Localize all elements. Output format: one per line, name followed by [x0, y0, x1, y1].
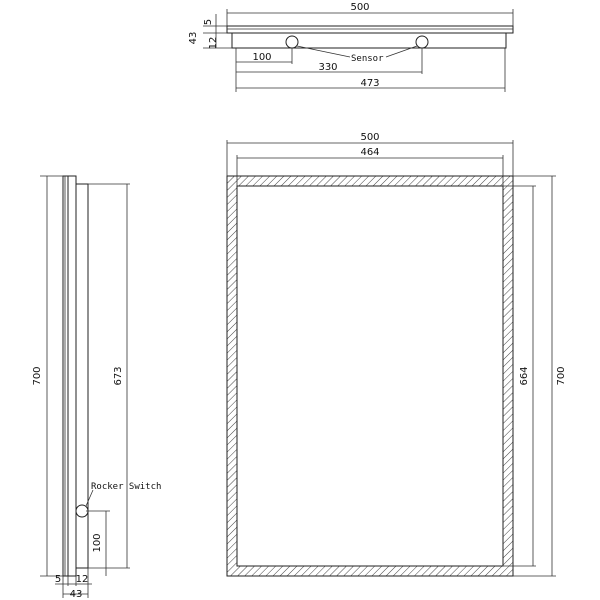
top-dim-330: 330 [318, 62, 337, 73]
top-view: Sensor 500 5 12 43 100 330 473 [188, 2, 514, 92]
top-dim-500: 500 [350, 2, 369, 13]
side-dim-673: 673 [113, 366, 124, 385]
side-dim-700: 700 [32, 366, 43, 385]
rocker-switch-label: Rocker Switch [91, 482, 161, 492]
side-dim-100: 100 [92, 533, 103, 552]
led-border [226, 175, 514, 577]
side-dim-43: 43 [70, 589, 83, 600]
mirror-glass [236, 185, 504, 567]
side-view: 700 673 Rocker Switch 100 5 12 43 [32, 175, 161, 600]
top-dim-12: 12 [208, 37, 219, 50]
front-dim-700: 700 [556, 366, 567, 385]
side-view-body [67, 175, 77, 577]
side-view-back [75, 183, 89, 569]
top-dim-5: 5 [203, 19, 214, 25]
top-view-back [231, 32, 507, 49]
front-dim-464: 464 [360, 147, 379, 158]
side-dim-5: 5 [55, 574, 61, 585]
top-dim-473: 473 [360, 78, 379, 89]
top-dim-100: 100 [252, 52, 271, 63]
top-dim-43: 43 [188, 32, 199, 45]
side-dim-12: 12 [76, 574, 89, 585]
front-dim-664: 664 [519, 366, 530, 385]
front-dim-500: 500 [360, 132, 379, 143]
top-view-body [226, 25, 514, 34]
side-view-front-panel [62, 175, 69, 577]
front-view: 500 464 664 700 [226, 132, 567, 577]
sensor-right-icon [415, 35, 429, 49]
sensor-label: Sensor [351, 54, 384, 64]
sensor-left-icon [285, 35, 299, 49]
